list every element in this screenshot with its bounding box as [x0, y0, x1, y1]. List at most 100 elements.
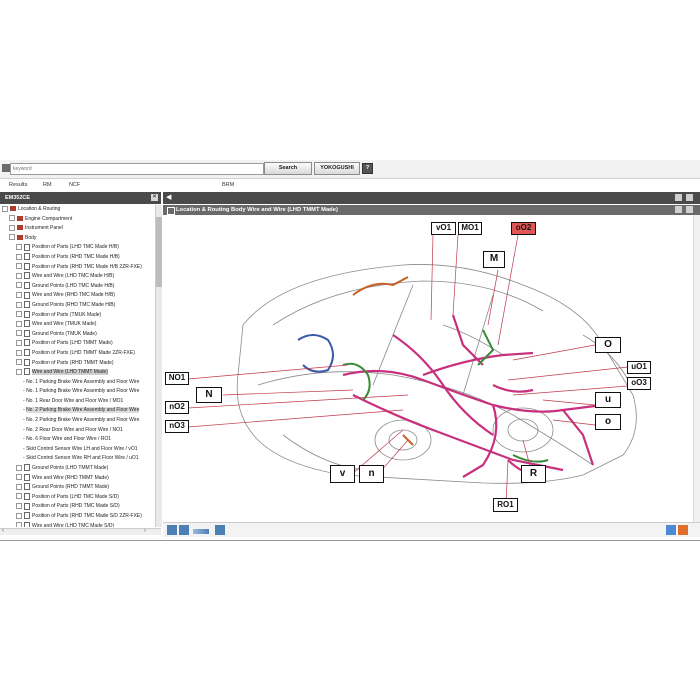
tab-rm[interactable]: RM: [43, 182, 52, 188]
tree-item[interactable]: Body: [0, 234, 154, 244]
tree-item[interactable]: Position of Parts (LHD TMC Made H/B): [0, 243, 154, 253]
tree-item[interactable]: Engine Compartment: [0, 215, 154, 225]
tree-item[interactable]: - No. 1 Parking Brake Wire Assembly and …: [0, 387, 154, 397]
document-icon: [24, 464, 30, 472]
tree-item-label: Position of Parts (LHD TMMT Made): [32, 340, 113, 347]
tree-item[interactable]: - No. 1 Rear Door Wire and Floor Wire / …: [0, 397, 154, 407]
tree-item-label: Ground Points (LHD TMC Made H/B): [32, 282, 115, 289]
tree-item-label: Ground Points (TMUK Made): [32, 330, 97, 337]
expand-toggle-icon[interactable]: [2, 205, 8, 212]
export-icon[interactable]: [686, 194, 693, 201]
expand-toggle-icon[interactable]: [16, 493, 22, 500]
yokogushi-button[interactable]: YOKOGUSHI: [314, 162, 360, 175]
reset-view-icon[interactable]: [215, 525, 225, 535]
expand-toggle-icon[interactable]: [16, 263, 22, 270]
expand-toggle-icon[interactable]: [16, 474, 22, 481]
fullscreen-icon[interactable]: [686, 206, 693, 213]
tree-item[interactable]: Position of Parts (LHD TMMT Made): [0, 339, 154, 349]
print-icon[interactable]: [675, 194, 682, 201]
document-icon: [167, 207, 175, 215]
expand-toggle-icon[interactable]: [16, 330, 22, 337]
expand-toggle-icon[interactable]: [16, 522, 22, 527]
zoom-fit-icon[interactable]: [675, 206, 682, 213]
tree-item[interactable]: - Skid Control Sensor Wire LH and Floor …: [0, 445, 154, 455]
expand-toggle-icon[interactable]: [16, 272, 22, 279]
expand-toggle-icon[interactable]: [16, 253, 22, 260]
expand-toggle-icon[interactable]: [16, 483, 22, 490]
tree-item[interactable]: Ground Points (TMUK Made): [0, 329, 154, 340]
search-button[interactable]: Search: [264, 162, 312, 175]
help-icon[interactable]: ?: [362, 163, 373, 174]
tree-item-label: Wire and Wire (LHD TMMT Made): [32, 369, 108, 376]
expand-toggle-icon[interactable]: [9, 234, 15, 241]
zoom-out-icon[interactable]: [179, 525, 189, 535]
tree-item[interactable]: Ground Points (RHD TMMT Made): [0, 483, 154, 493]
tree-item[interactable]: Location & Routing: [0, 205, 154, 215]
tree-item[interactable]: Wire and Wire (LHD TMC Made H/B): [0, 272, 154, 282]
expand-toggle-icon[interactable]: [16, 320, 22, 327]
expand-toggle-icon[interactable]: [16, 339, 22, 346]
tree-item[interactable]: Ground Points (LHD TMC Made H/B): [0, 281, 154, 292]
tree-item[interactable]: Ground Points (RHD TMC Made H/B): [0, 301, 154, 311]
expand-toggle-icon[interactable]: [16, 464, 22, 471]
expand-toggle-icon[interactable]: [16, 301, 22, 308]
expand-toggle-icon[interactable]: [16, 512, 22, 519]
tree-item[interactable]: - No. 2 Parking Brake Wire Assembly and …: [0, 406, 154, 416]
tree-item[interactable]: Position of Parts (LHD TMMT Made 2ZR-FXE…: [0, 349, 154, 359]
tree-item-label: Wire and Wire (RHD TMMT Made): [32, 474, 109, 481]
search-input[interactable]: [10, 163, 264, 175]
expand-toggle-icon[interactable]: [16, 292, 22, 299]
tree-horizontal-scrollbar[interactable]: ‹ ›: [0, 528, 161, 535]
tree-vertical-scrollbar[interactable]: [155, 205, 162, 527]
tree-item-label: Location & Routing: [18, 206, 61, 212]
expand-toggle-icon[interactable]: [16, 359, 22, 366]
zoom-in-icon[interactable]: [167, 525, 177, 535]
expand-toggle-icon[interactable]: [16, 503, 22, 510]
tree-item[interactable]: Instrument Panel: [0, 224, 154, 234]
tree-leaf-dash: -: [23, 426, 27, 433]
expand-toggle-icon[interactable]: [16, 349, 22, 356]
expand-toggle-icon[interactable]: [16, 282, 22, 289]
document-icon: [24, 368, 30, 376]
tree-item[interactable]: Wire and Wire (LHD TMC Made S/D): [0, 521, 154, 527]
tree-item[interactable]: - Skid Control Sensor Wire RH and Floor …: [0, 454, 154, 464]
tab-brm[interactable]: BRM: [222, 182, 235, 188]
tree-item[interactable]: Position of Parts (RHD TMC Made H/B): [0, 253, 154, 263]
tree-item[interactable]: Wire and Wire (RHD TMMT Made): [0, 473, 154, 484]
expand-toggle-icon[interactable]: [16, 244, 22, 251]
tree-leaf-dash: -: [23, 397, 27, 404]
tree-item[interactable]: - No. 6 Floor Wire and Floor Wire / RO1: [0, 435, 154, 445]
scrollbar-thumb[interactable]: [156, 217, 162, 287]
tab-ncf[interactable]: NCF: [69, 182, 81, 188]
scroll-left-icon[interactable]: ‹: [2, 528, 4, 534]
expand-toggle-icon[interactable]: [9, 224, 15, 231]
pdf-export-icon[interactable]: [678, 525, 688, 535]
tree-item[interactable]: - No. 1 Parking Brake Wire Assembly and …: [0, 378, 154, 388]
expand-toggle-icon[interactable]: [9, 215, 15, 222]
tree-item[interactable]: Wire and Wire (RHD TMC Made H/B): [0, 291, 154, 301]
tree-item[interactable]: Ground Points (LHD TMMT Made): [0, 464, 154, 474]
document-icon: [24, 339, 30, 347]
tree-item[interactable]: Wire and Wire (TMUK Made): [0, 320, 154, 330]
tree-item[interactable]: Position of Parts (RHD TMC Made S/D): [0, 502, 154, 512]
diagram-vertical-scrollbar[interactable]: [693, 215, 700, 522]
expand-toggle-icon[interactable]: [16, 311, 22, 318]
expand-toggle-icon[interactable]: [16, 368, 22, 375]
tree-item[interactable]: - No. 2 Parking Brake Wire Assembly and …: [0, 416, 154, 426]
tree-item[interactable]: Position of Parts (LHD TMC Made S/D): [0, 492, 154, 503]
tree-item-label: No. 2 Parking Brake Wire Assembly and Fl…: [26, 407, 140, 414]
close-icon[interactable]: ×: [151, 194, 158, 201]
tab-results[interactable]: Results: [9, 182, 28, 188]
tree-item[interactable]: - No. 2 Rear Door Wire and Floor Wire / …: [0, 426, 154, 436]
tree-item[interactable]: Position of Parts (RHD TMC Made S/D 2ZR-…: [0, 512, 154, 522]
tree-item[interactable]: Wire and Wire (LHD TMMT Made): [0, 368, 154, 378]
word-export-icon[interactable]: [666, 525, 676, 535]
scroll-right-icon[interactable]: ›: [144, 528, 146, 534]
document-icon: [24, 272, 30, 280]
callout-no1: NO1: [165, 372, 189, 385]
keyword-icon: [2, 164, 10, 172]
tree-item[interactable]: Position of Parts (TMUK Made): [0, 310, 154, 321]
tree-item[interactable]: Position of Parts (RHD TMC Made H/B 2ZR-…: [0, 262, 154, 273]
collapse-left-icon[interactable]: ◀: [166, 194, 172, 201]
tree-item[interactable]: Position of Parts (RHD TMMT Made): [0, 358, 154, 369]
